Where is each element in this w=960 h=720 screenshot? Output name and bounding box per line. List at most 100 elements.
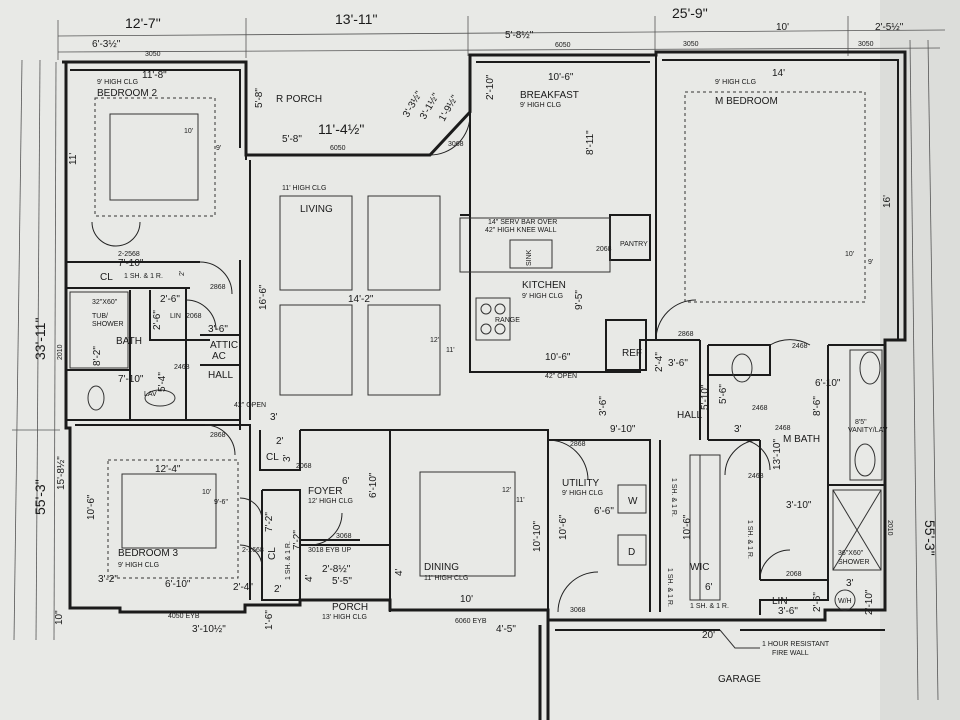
dining-window: 6060 EYB (455, 618, 487, 625)
wic-name: WIC (690, 562, 709, 573)
foyer-height: 6'-10" (368, 472, 379, 498)
top-dimension-lines (57, 16, 946, 60)
bath-height: 8'-2" (92, 346, 103, 366)
dining-width: 10' (460, 594, 473, 605)
dim-left-15-8: 15'-8½" (56, 456, 67, 490)
hall-right-name: HALL (677, 410, 702, 421)
foyer-2-8: 2'-8½" (322, 564, 351, 575)
bedroom2-name: BEDROOM 2 (97, 88, 157, 99)
bath-name: BATH (116, 336, 142, 347)
cl-foyer-door: 2068 (296, 463, 312, 470)
rporch-6050: 6050 (330, 145, 346, 152)
dining-clg: 11' HIGH CLG (424, 575, 468, 582)
garage-firewall: 1 HOUR RESISTANT (762, 641, 830, 648)
utility-door: 2868 (570, 441, 586, 448)
bedroom2-clg: 9' HIGH CLG (97, 79, 138, 86)
foyer-7-2: 7'-2" (292, 530, 303, 550)
lin-mbath-3: 3' (846, 578, 854, 589)
rporch-5-8b: 5'-8" (282, 134, 302, 145)
bedroom3-3-10: 3'-10½" (192, 624, 226, 635)
bedroom3-doors: 2-2668 (242, 547, 264, 554)
mbath-5-6: 5'-6" (718, 384, 729, 404)
living-tray-a: 12' (430, 337, 439, 344)
bath-tub: 32"X60" (92, 299, 118, 306)
mbath-name: M BATH (783, 434, 820, 445)
win-3050-b: 3050 (683, 41, 699, 48)
living-width: 14'-2" (348, 294, 374, 305)
breakfast-name: BREAKFAST (520, 90, 579, 101)
kitchen-pantry-door: 2068 (596, 246, 612, 253)
fixtures (69, 217, 883, 611)
dim-12-7: 12'-7" (125, 15, 161, 31)
cl-bed3-name: CL (267, 547, 278, 560)
garage-width: 20' (702, 630, 715, 641)
breakfast-clg: 9' HIGH CLG (520, 102, 561, 109)
interior-walls (66, 55, 885, 615)
mbed-width: 14' (772, 68, 785, 79)
kitchen-bar2: 42" HIGH KNEE WALL (485, 227, 557, 234)
mbed-name: M BEDROOM (715, 96, 778, 107)
mbath-5-10: 5'-10" (700, 384, 711, 410)
hall-left-name: HALL (208, 370, 233, 381)
kitchen-width: 10'-6" (545, 352, 571, 363)
win-3050-c: 3050 (858, 41, 874, 48)
dim-left-33-11: 33'-11" (32, 318, 48, 360)
utility-width: 6'-6" (594, 506, 614, 517)
mbath-door3: 2868 (678, 331, 694, 338)
dim-left-55-3: 55'-3" (32, 479, 48, 515)
hall-left-door2: 2868 (210, 432, 226, 439)
kitchen-bar: 14" SERV BAR OVER (488, 219, 557, 226)
side-dimension-lines (12, 39, 939, 701)
door-swings (91, 114, 811, 613)
lin-mbath-name: LIN (772, 596, 788, 607)
living-clg: 11' HIGH CLG (282, 185, 326, 192)
wic-width: 6' (705, 582, 713, 593)
open42-text: 42" OPEN (234, 402, 266, 409)
utility-name: UTILITY (562, 478, 600, 489)
bedroom2-height: 11' (68, 153, 79, 165)
lin-mbath-d: 2'-6" (812, 592, 823, 612)
dining-4: 4' (394, 568, 405, 576)
dining-4-5: 4'-5" (496, 624, 516, 635)
wic-shelf2: 1 SH. & 1 R. (666, 568, 673, 607)
bath-tub2: TUB/ (92, 313, 108, 320)
bedroom3-clg: 9' HIGH CLG (118, 562, 159, 569)
dim-right-2010: 2010 (886, 520, 893, 536)
attic-d: 3'-6" (208, 324, 228, 335)
cl-bed2-doors: 2-2568 (118, 251, 140, 258)
bedroom3-tray-b: 9'-6" (214, 499, 228, 506)
living-height: 16'-6" (258, 284, 269, 310)
utility-door2: 3068 (570, 607, 586, 614)
dim-right-55-3: 55'-3" (922, 520, 938, 556)
win-3050-a: 3050 (145, 51, 161, 58)
hall-right-d: 3'-6" (598, 396, 609, 416)
dim-2-5: 2'-5½" (875, 22, 904, 33)
porch-front-clg: 13' HIGH CLG (322, 614, 367, 621)
mbath-shower2: SHOWER (838, 559, 870, 566)
kitchen-open: 42" OPEN (545, 373, 577, 380)
mbath-3: 3' (734, 424, 742, 435)
dim-left-2010: 2010 (57, 344, 64, 360)
cl-bed3-2: 2' (274, 584, 282, 595)
hall-right-width: 9'-10" (610, 424, 636, 435)
porch-front-name: PORCH (332, 602, 368, 613)
cl-bed3-1-6: 1'-6" (264, 610, 275, 630)
kitchen-clg: 9' HIGH CLG (522, 293, 563, 300)
wic-door: 2468 (752, 405, 768, 412)
bedroom3-height: 10'-6" (86, 494, 97, 520)
kitchen-ref: REF (622, 348, 642, 359)
lin-mbath-door: 2068 (786, 571, 802, 578)
mbath-door4: 2468 (775, 425, 791, 432)
breakfast-2-10: 2'-10" (485, 74, 496, 100)
bedroom2-tray-b: 9' (216, 145, 221, 152)
foyer-door2: 3018 EYB UP (308, 547, 352, 554)
cl-bed3-shelf: 1 SH. & 1 R. (285, 541, 292, 580)
mbed-height: 16' (882, 195, 893, 208)
wic-shelf4: 1 SH. & 1 R. (746, 520, 753, 559)
foyer-door: 3068 (336, 533, 352, 540)
rporch-11-4: 11'-4½" (318, 121, 364, 137)
dim-left-10: 10" (54, 610, 65, 625)
bedroom3-6-10: 6'-10" (165, 579, 191, 590)
living-tray-b: 11' (446, 347, 455, 354)
cl-bed3-7-2: 7'-2" (264, 512, 275, 532)
